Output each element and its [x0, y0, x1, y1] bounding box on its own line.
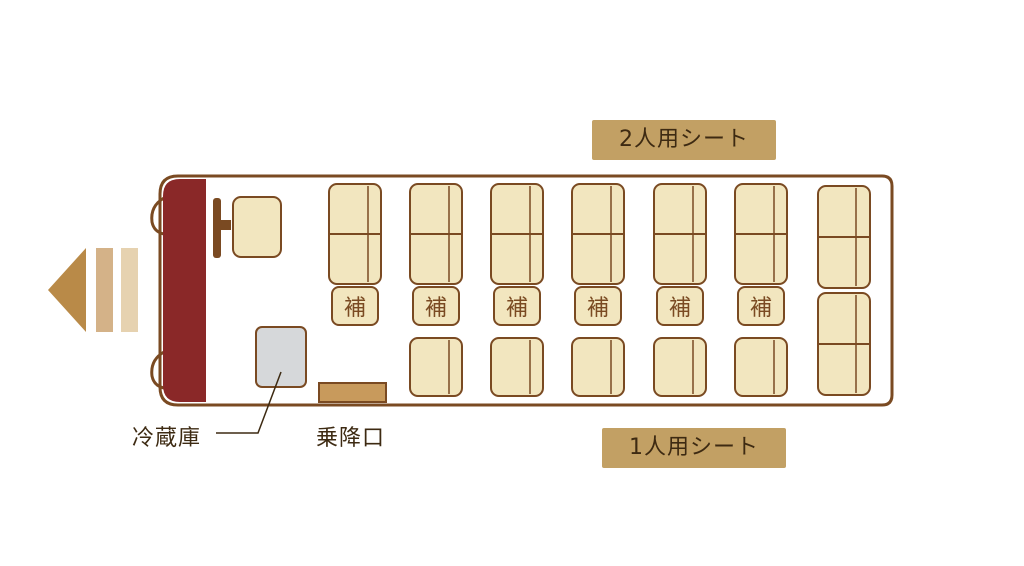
entrance-door	[318, 382, 387, 403]
aux-seat-label: 補	[669, 296, 691, 321]
seat	[734, 337, 788, 397]
front-windshield	[163, 179, 206, 402]
aux-seat-label: 補	[344, 296, 366, 321]
aux-seat	[574, 286, 622, 326]
aux-seat	[412, 286, 460, 326]
steering-wheel-icon	[213, 198, 231, 258]
single-seat-row	[409, 337, 788, 397]
aux-seat-label: 補	[506, 296, 528, 321]
aux-seat-label: 補	[587, 296, 609, 321]
seat-column-4: 補	[571, 183, 625, 326]
seat	[653, 337, 707, 397]
entrance-label: 乗降口	[316, 426, 386, 451]
double-seat-row: 補 補 補 補 補	[328, 183, 788, 326]
fridge-leader-line	[216, 371, 282, 434]
seat-column-3: 補	[490, 183, 544, 326]
aux-seat	[331, 286, 379, 326]
aux-seat	[493, 286, 541, 326]
aux-seat-label: 補	[750, 296, 772, 321]
driver-seat	[232, 196, 282, 258]
aux-seat-label: 補	[425, 296, 447, 321]
single-seat-label: 1人用シート	[629, 435, 759, 460]
aux-seat	[737, 286, 785, 326]
seat	[571, 337, 625, 397]
seat-column-2: 補	[409, 183, 463, 326]
aux-seat	[656, 286, 704, 326]
single-seat-tag: 1人用シート	[602, 428, 786, 468]
rear-seats	[817, 185, 871, 396]
seat	[490, 337, 544, 397]
arrow-left-icon	[48, 248, 138, 332]
seat-column-5: 補	[653, 183, 707, 326]
seat	[409, 337, 463, 397]
seat-column-1: 補	[328, 183, 382, 326]
double-seat-tag: 2人用シート	[592, 120, 776, 160]
double-seat-label: 2人用シート	[619, 127, 749, 152]
fridge-box	[255, 326, 307, 388]
seat-column-6: 補	[734, 183, 788, 326]
fridge-label: 冷蔵庫	[132, 426, 202, 451]
